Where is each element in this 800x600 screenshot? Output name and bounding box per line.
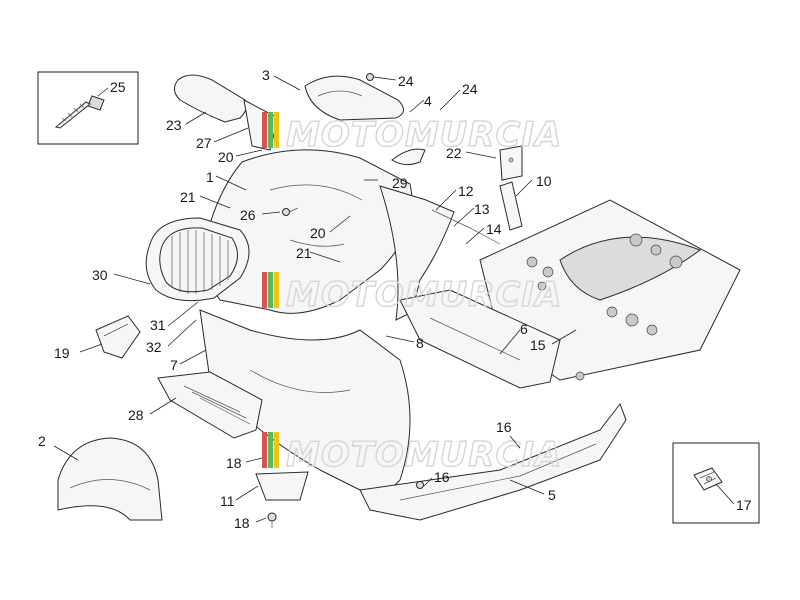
callout-17: 17: [736, 497, 752, 513]
callout-11: 11: [220, 493, 235, 509]
callout-23: 23: [166, 117, 182, 133]
inset-clip-17: [672, 442, 760, 524]
watermark-text: MOTOMURCIA: [286, 115, 562, 155]
watermark-top: MOTOMURCIA: [262, 112, 562, 156]
watermark-middle: MOTOMURCIA: [262, 272, 562, 316]
callout-8: 8: [416, 335, 424, 351]
callout-labels: 25 3 24 24 4 23 27 20 22 10 1 29 12 21 2…: [38, 67, 752, 531]
part-10-gasket: [499, 181, 523, 231]
callout-5: 5: [548, 487, 556, 503]
part-23-strip: [174, 74, 248, 123]
callout-21: 21: [296, 245, 312, 261]
callout-18: 18: [226, 455, 242, 471]
callout-31: 31: [150, 317, 166, 333]
screw-18-icon: [267, 512, 277, 528]
callout-28: 28: [128, 407, 144, 423]
callout-14: 14: [486, 221, 502, 237]
callout-20: 20: [310, 225, 326, 241]
inset-screw-25: [37, 71, 139, 145]
callout-13: 13: [474, 201, 490, 217]
callout-21: 21: [180, 189, 196, 205]
callout-7: 7: [170, 357, 178, 373]
callout-16: 16: [496, 419, 512, 435]
part-11-lower-piece: [255, 471, 309, 501]
callout-2: 2: [38, 433, 46, 449]
screw-icon: [54, 95, 105, 129]
callout-22: 22: [446, 145, 462, 161]
callout-19: 19: [54, 345, 70, 361]
callout-24: 24: [398, 73, 414, 89]
callout-10: 10: [536, 173, 552, 189]
callout-15: 15: [530, 337, 546, 353]
callout-25: 25: [110, 79, 126, 95]
watermark-bottom: MOTOMURCIA: [262, 432, 562, 476]
part-5-side-skirt: [359, 402, 627, 521]
leader-lines: [53, 75, 735, 523]
callout-32: 32: [146, 339, 162, 355]
callout-16: 16: [434, 469, 450, 485]
inset-frame: [37, 71, 139, 145]
callout-6: 6: [520, 321, 528, 337]
part-2-mudguard: [57, 437, 163, 521]
callout-24: 24: [462, 81, 478, 97]
callout-1: 1: [206, 169, 214, 185]
callout-26: 26: [240, 207, 256, 223]
part-30-headlamp: [145, 217, 250, 302]
callout-18: 18: [234, 515, 250, 531]
callout-29: 29: [392, 175, 408, 191]
nut-16-icon: [416, 481, 424, 489]
callout-20: 20: [218, 149, 234, 165]
clip-nut-icon: [693, 467, 723, 491]
part-3-cover: [304, 75, 404, 121]
part-28-grille: [157, 371, 263, 439]
part-8-floor-panel: [399, 289, 561, 389]
callout-3: 3: [262, 67, 270, 83]
watermark-text: MOTOMURCIA: [286, 435, 562, 475]
screw-26-icon: [282, 207, 299, 216]
part-4-bracket: [391, 148, 426, 166]
nut-24-icon: [366, 73, 374, 81]
part-22-plate: [499, 145, 523, 181]
watermark-text: MOTOMURCIA: [286, 275, 562, 315]
callout-4: 4: [424, 93, 432, 109]
part-19-bracket: [95, 315, 141, 359]
part-12-tunnel-frame: [379, 185, 455, 321]
callout-12: 12: [458, 183, 474, 199]
callout-30: 30: [92, 267, 108, 283]
callout-27: 27: [196, 135, 212, 151]
